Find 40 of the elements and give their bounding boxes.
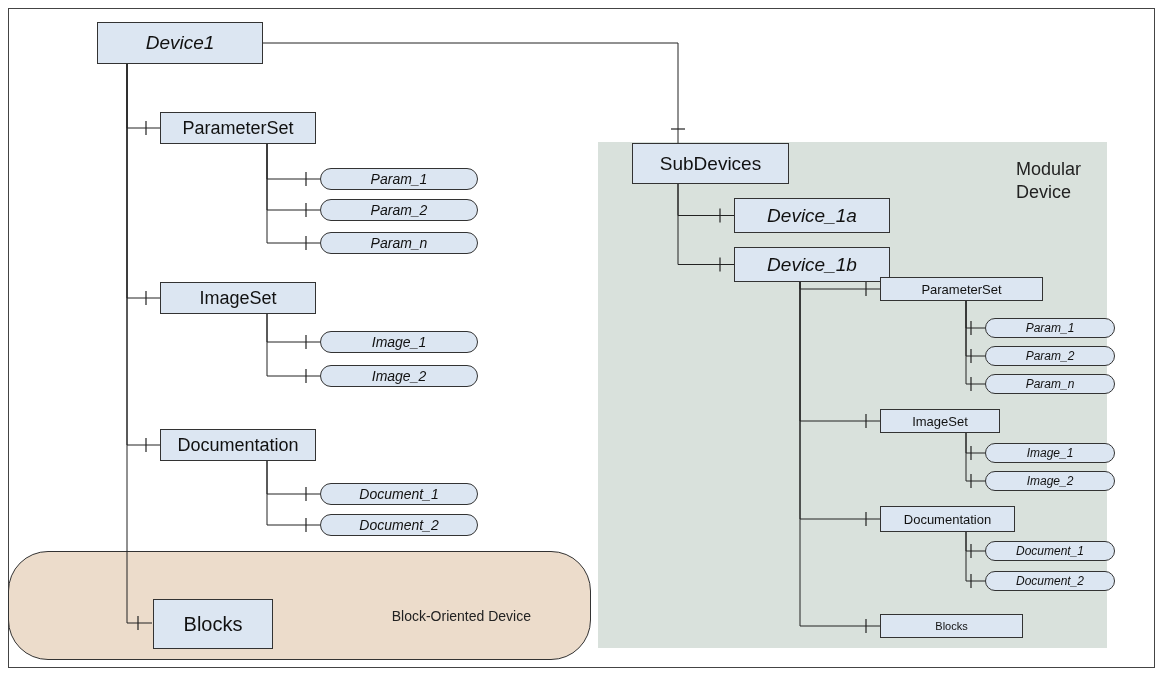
leaf-node-pill: Image_1 [320, 331, 478, 353]
leaf-node-pill: Param_n [985, 374, 1115, 394]
connector-line [266, 313, 321, 384]
leaf-node-pill: Image_2 [985, 471, 1115, 491]
connector-line [126, 63, 153, 631]
tree-node-box: Device_1b [734, 247, 890, 282]
tree-node-box: ParameterSet [880, 277, 1043, 301]
connector-line [262, 42, 686, 144]
band-label: Block-Oriented Device [391, 608, 531, 626]
tree-node-box: Device1 [97, 22, 263, 64]
connector-line [799, 281, 881, 297]
tree-node-box: Blocks [880, 614, 1023, 638]
leaf-node-pill: Param_2 [985, 346, 1115, 366]
leaf-node-pill: Param_1 [320, 168, 478, 190]
connector-line [965, 432, 986, 489]
connector-line [266, 143, 321, 251]
leaf-node-pill: Param_n [320, 232, 478, 254]
tree-node-box: Documentation [880, 506, 1015, 532]
tree-node-box: Documentation [160, 429, 316, 461]
leaf-node-pill: Document_2 [320, 514, 478, 536]
connector-line [965, 300, 986, 392]
connector-line [799, 281, 881, 634]
panel-label: Modular Device [1016, 158, 1083, 203]
leaf-node-pill: Param_1 [985, 318, 1115, 338]
connector-line [965, 531, 986, 589]
leaf-node-pill: Document_1 [320, 483, 478, 505]
tree-node-box: Blocks [153, 599, 273, 649]
tree-node-box: ParameterSet [160, 112, 316, 144]
tree-node-box: ImageSet [880, 409, 1000, 433]
leaf-node-pill: Image_2 [320, 365, 478, 387]
leaf-node-pill: Document_2 [985, 571, 1115, 591]
tree-node-box: SubDevices [632, 143, 789, 184]
leaf-node-pill: Param_2 [320, 199, 478, 221]
connector-line [266, 460, 321, 533]
tree-node-box: ImageSet [160, 282, 316, 314]
rounded-group-band [8, 551, 591, 660]
connector-line [677, 183, 735, 273]
leaf-node-pill: Document_1 [985, 541, 1115, 561]
tree-node-box: Device_1a [734, 198, 890, 233]
leaf-node-pill: Image_1 [985, 443, 1115, 463]
